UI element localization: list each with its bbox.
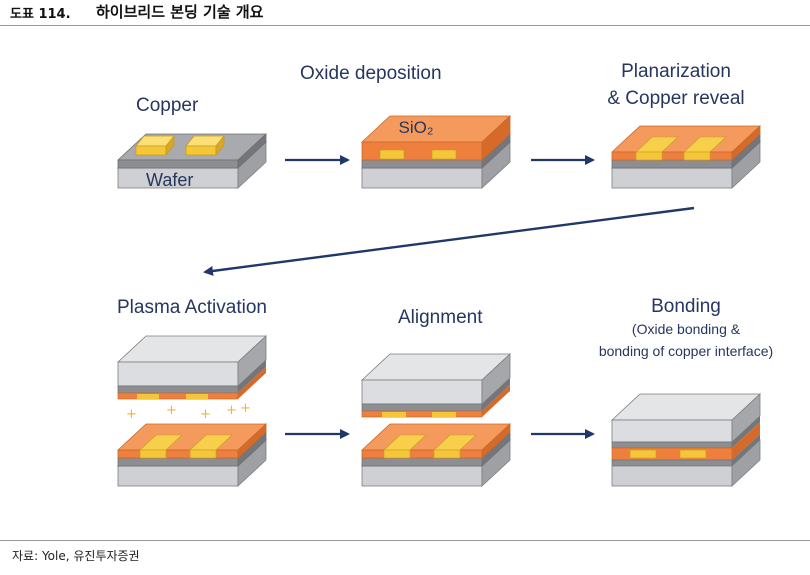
wafer-label: Wafer — [146, 170, 193, 190]
step-bonding-line2: (Oxide bonding & — [632, 321, 741, 337]
step-alignment-label: Alignment — [398, 307, 483, 328]
step-plasma-label: Plasma Activation — [117, 297, 267, 318]
svg-text:+: + — [226, 403, 237, 418]
svg-text:+: + — [200, 407, 211, 422]
arrow-planarization-to-plasma — [203, 206, 695, 276]
step-oxide-deposition: Oxide deposition SiO₂ — [300, 63, 512, 189]
copper-pad-right — [185, 135, 225, 156]
step-planarization: Planarization & Copper reveal — [607, 61, 762, 189]
step-planarization-line1: Planarization — [621, 61, 731, 82]
step-bonding: Bonding (Oxide bonding & bonding of copp… — [599, 296, 773, 487]
svg-text:+: + — [166, 403, 177, 418]
step-oxide-label: Oxide deposition — [300, 63, 442, 84]
step-planarization-line2: & Copper reveal — [607, 88, 744, 109]
step-bonding-line3: bonding of copper interface) — [599, 343, 773, 359]
embedded-pad-left — [379, 149, 405, 160]
header-divider — [0, 25, 810, 26]
embedded-pad-right — [431, 149, 457, 160]
svg-text:+: + — [126, 407, 137, 422]
step-copper-label: Copper — [136, 95, 199, 116]
figure-label: 도표 114. — [10, 7, 71, 22]
hybrid-bonding-diagram: Copper Wafer Oxide deposition — [116, 61, 773, 487]
svg-text:+: + — [240, 401, 251, 416]
step-copper: Copper Wafer — [116, 95, 268, 190]
step-alignment: Alignment — [360, 307, 512, 487]
step-plasma-activation: Plasma Activation +++ ++ +++ — [116, 297, 268, 487]
source-note: 자료: Yole, 유진투자증권 — [12, 549, 140, 563]
sio2-label: SiO₂ — [399, 118, 434, 137]
figure-title: 하이브리드 본딩 기술 개요 — [96, 3, 264, 21]
figure-header: 도표 114. 하이브리드 본딩 기술 개요 — [0, 0, 810, 26]
copper-pad-left — [135, 135, 175, 156]
footer-divider — [0, 540, 810, 541]
step-bonding-line1: Bonding — [651, 296, 721, 317]
